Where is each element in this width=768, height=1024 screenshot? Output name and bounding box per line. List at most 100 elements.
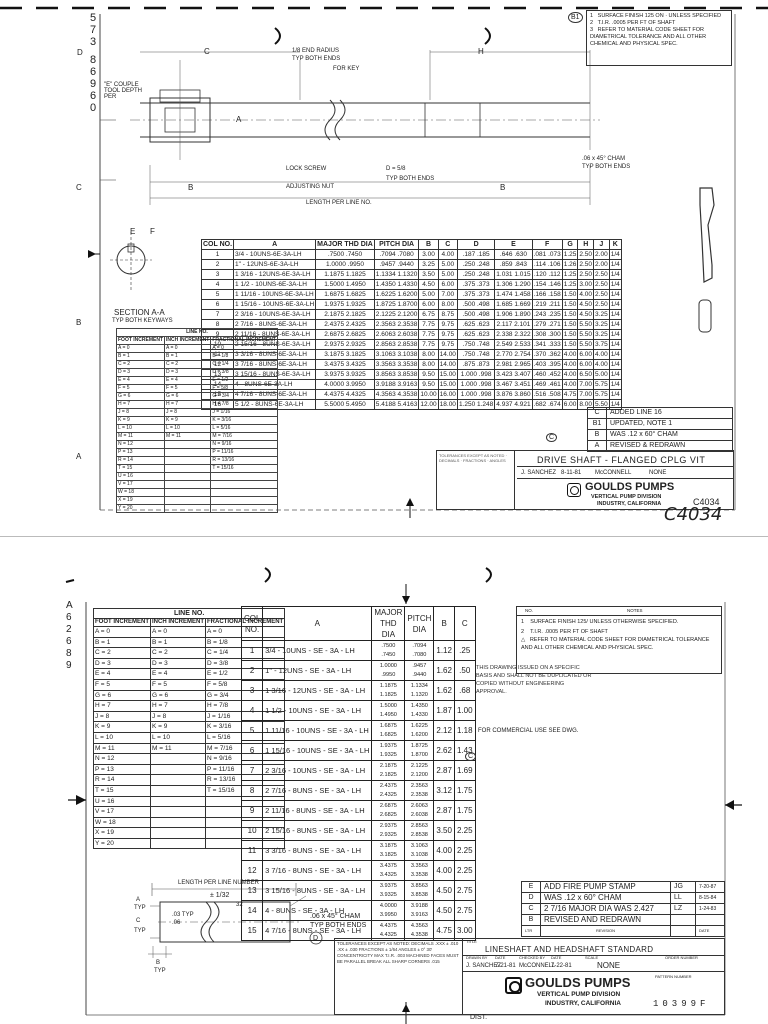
table-cell: V = 17 <box>93 806 151 818</box>
table-cell: .625 .623 <box>456 329 496 340</box>
table-cell: 9.75 <box>437 319 458 330</box>
table-cell: 1.000 .998 <box>456 389 496 400</box>
table-cell <box>150 763 206 776</box>
table-cell: 15.00 <box>437 369 458 380</box>
sheet2-location: INDUSTRY, CALIFORNIA <box>545 1000 621 1007</box>
table-cell: 1.0000 .9950 <box>371 660 406 681</box>
table-cell: T = 15/16 <box>210 464 278 473</box>
table-cell: L = 5/16 <box>210 424 278 433</box>
table-cell: .250 .248 <box>456 259 496 270</box>
table-cell: 2.25 <box>453 820 476 841</box>
fire-pump-stamp: THIS DRAWING ISSUED ON A SPECIFIC BASIS … <box>476 665 592 695</box>
table-cell: 1.685 1.669 <box>494 299 533 310</box>
table-cell: M = 11 <box>116 432 165 441</box>
table-cell: .187 .185 <box>456 249 496 260</box>
table-cell: 4.4375 4.4325 <box>315 389 375 400</box>
table-cell: .50 <box>453 660 476 681</box>
sheet2-dist: DIST. <box>470 1014 488 1021</box>
sheet2-title-block: TOLERANCES EXCEPT AS NOTED: DECIMALS .XX… <box>334 938 725 1015</box>
table-cell: 1.75 <box>453 780 476 801</box>
table-cell: 1 3/16 - 12UNS - SE - 3A - LH <box>262 680 373 701</box>
revision-by: LZ <box>670 903 696 915</box>
revision-letter: C <box>521 903 541 915</box>
revision-by: LL <box>670 892 696 904</box>
table-cell: 2.6875 2.6825 <box>371 800 406 821</box>
table-cell: 1.25 <box>561 249 579 260</box>
revision-text: REVISED AND REDRAWN <box>540 914 671 926</box>
table-header: H <box>577 239 595 250</box>
table-cell: 1/4 <box>608 279 622 290</box>
table-cell: P = 13 <box>116 448 165 457</box>
table-cell: 5.75 <box>593 389 610 400</box>
table-header: COL NO. <box>240 606 264 641</box>
dims2-label: .06 <box>172 920 181 926</box>
dim-h: H <box>478 47 484 56</box>
table-cell: 3.1063 3.1038 <box>373 349 420 360</box>
table-cell: .516 .508 <box>531 389 563 400</box>
table-cell: .370 .362 <box>531 349 563 360</box>
table-cell: 1/4 <box>608 339 622 350</box>
table-cell <box>150 806 206 818</box>
rev-footer-date: DATE <box>695 925 725 937</box>
lock-screw-note: LOCK SCREW <box>286 166 327 172</box>
table-cell: 2.75 <box>453 900 476 921</box>
table-cell: H = 7/8 <box>210 400 278 409</box>
table-cell: 2.50 <box>593 269 610 280</box>
table-cell: 6.00 <box>577 349 595 360</box>
table-cell: 4.00 <box>561 379 579 390</box>
table-cell: C = 1/4 <box>210 360 278 369</box>
table-cell: Y = 20 <box>93 837 151 850</box>
table-header: F <box>531 239 563 250</box>
table-cell: 8 <box>240 780 264 801</box>
table-cell: .68 <box>453 680 476 701</box>
table-cell: 11 <box>240 840 264 861</box>
commercial-note: FOR COMMERCIAL USE SEE DWG. <box>478 728 579 734</box>
table-cell: U = 16 <box>116 472 165 481</box>
table-cell: 1.26 <box>561 259 579 270</box>
table-cell: 4.00 <box>437 249 458 260</box>
table-header: MAJOR THD DIA <box>371 606 406 641</box>
table-cell: R = 14 <box>116 456 165 465</box>
table-cell: J = 8 <box>163 408 212 417</box>
table-cell: 2.1225 2.1200 <box>404 760 435 781</box>
table-header: B <box>418 239 439 250</box>
table-cell: 3/4 - 10UNS-6E-3A-LH <box>233 249 317 260</box>
table-cell: 3.25 <box>593 319 610 330</box>
table-cell: .279 .271 <box>531 319 563 330</box>
table-cell: 3 7/16 - 8UNS - SE - 3A - LH <box>262 860 373 881</box>
table-cell: 14 <box>240 900 264 921</box>
table-cell: 7.75 <box>418 319 439 330</box>
table-cell: 2.62 <box>433 740 455 761</box>
c-label: C <box>136 918 141 924</box>
table-cell: 5.5000 5.4950 <box>315 399 375 410</box>
table-cell: 1/4 <box>608 369 622 380</box>
table-cell: 2.8563 2.8538 <box>404 820 435 841</box>
table-cell: 3.876 3.860 <box>494 389 533 400</box>
table-cell: 4.937 4.921 <box>494 399 533 410</box>
table-cell: 3.00 <box>577 279 595 290</box>
a-typ-label: TYP <box>134 905 146 911</box>
table-cell: 1" - 12UNS-6E-3A-LH <box>233 259 317 270</box>
table-cell: E = 1/2 <box>210 376 278 385</box>
tolerance-block: TOLERANCES EXCEPT AS NOTED · DECIMALS · … <box>437 451 515 509</box>
chamfer-ends-label: TYP BOTH ENDS <box>310 922 367 929</box>
table-cell: 3.75 <box>593 339 610 350</box>
table-cell <box>210 480 278 489</box>
table-cell: 4.0000 3.9950 <box>315 379 375 390</box>
table-cell: .166 .158 <box>531 289 563 300</box>
table-cell: T = 15 <box>93 784 151 797</box>
table-cell: B = 1 <box>116 352 165 361</box>
line-table-header: INCH INCREMENT <box>163 336 212 345</box>
table-cell: 1/4 <box>608 319 622 330</box>
revision-letter: D <box>521 892 541 904</box>
